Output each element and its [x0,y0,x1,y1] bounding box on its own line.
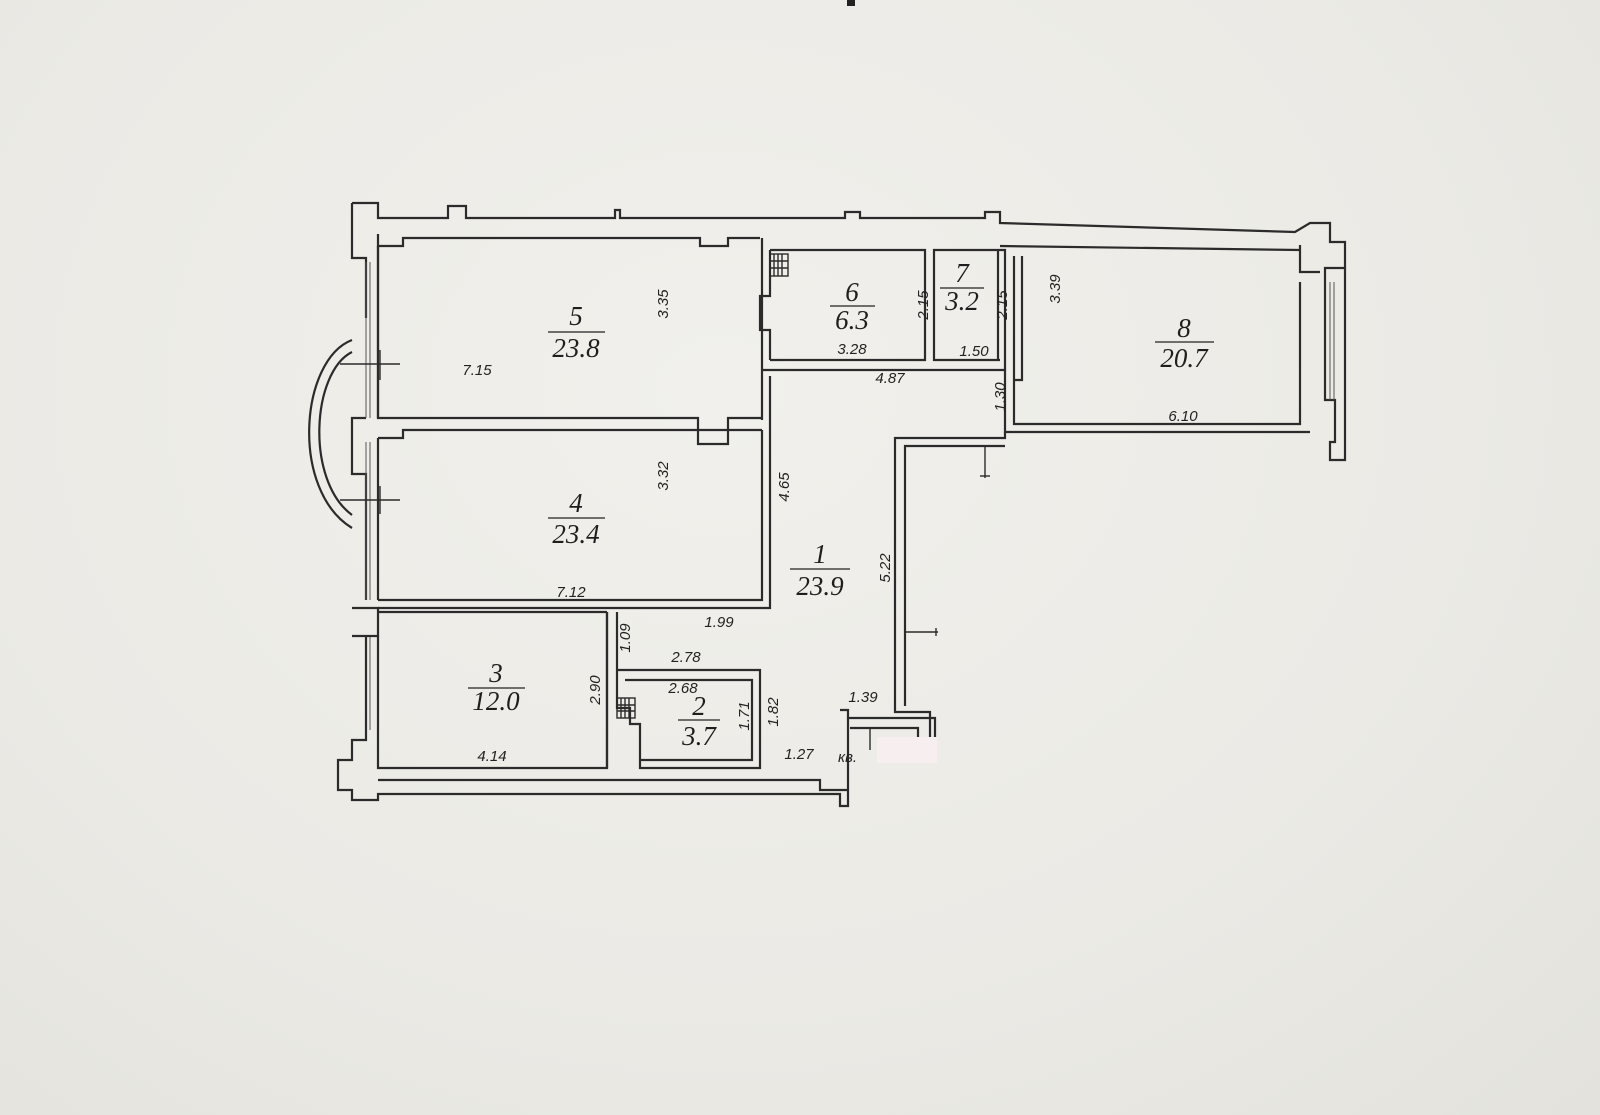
room-8-label: 8 20.7 [1155,313,1214,373]
room-8-number: 8 [1177,313,1191,343]
dim-hall-left: 4.65 [776,472,793,502]
room-6-number: 6 [845,277,859,307]
room-5-label: 5 23.8 [548,301,605,363]
dim-hall-step: 1.30 [992,382,1009,412]
room-4-number: 4 [569,488,583,518]
room-1-area: 23.9 [796,571,844,601]
dim-r4-depth: 3.32 [655,461,672,491]
room-2-area: 3.7 [681,721,717,751]
room-walls [376,238,1310,770]
dim-r4-width: 7.12 [556,584,586,601]
dim-r7-depth: 2.15 [994,290,1011,321]
bay-window [308,338,400,529]
dim-r6-width: 3.28 [837,341,867,358]
dim-r6-depth: 2.15 [915,290,932,321]
dim-r2-width-outer: 2.78 [670,649,701,666]
room-7-area: 3.2 [944,286,979,316]
room-2-label: 2 3.7 [678,691,720,751]
dim-hall-notch: 1.09 [617,623,634,653]
dim-r8-depth: 3.39 [1047,274,1064,304]
dimensions: 7.15 3.35 7.12 3.32 4.14 2.90 1.09 1.99 … [462,274,1198,766]
apartment-label: кв. [838,749,857,766]
room-2-number: 2 [692,691,706,721]
room-7-label: 7 3.2 [940,258,984,316]
outer-walls [336,201,1347,808]
dim-r5-width: 7.15 [462,362,492,379]
room-3-area: 12.0 [472,686,520,716]
dim-entry-width: 1.39 [848,689,878,706]
dim-entry-bottom: 1.27 [784,746,814,763]
room-1-label: 1 23.9 [790,539,850,601]
redacted-label [877,737,937,763]
room-5-area: 23.8 [552,333,600,363]
room-5-number: 5 [569,301,583,331]
dim-r5-depth: 3.35 [655,289,672,319]
room-6-label: 6 6.3 [830,277,875,335]
room-6-area: 6.3 [835,305,869,335]
dim-r8-width: 6.10 [1168,408,1198,425]
room-7-number: 7 [955,258,970,288]
room-3-label: 3 12.0 [468,658,525,716]
dim-r3-width: 4.14 [477,748,506,765]
vent-shaft-top [769,253,789,277]
dim-r2-width-top: 2.68 [667,680,698,697]
room-4-label: 4 23.4 [548,488,605,549]
dim-hall-right: 5.22 [877,553,894,583]
vent-shaft-bottom [616,697,636,719]
dim-hall-top: 4.87 [875,370,905,387]
dim-r3-depth: 2.90 [587,675,604,706]
room-4-area: 23.4 [552,519,599,549]
room-3-number: 3 [488,658,503,688]
dim-r2-depth: 1.71 [736,701,753,730]
room-1-number: 1 [813,539,827,569]
dim-r7-width: 1.50 [959,343,989,360]
dim-hall-notch-width: 1.99 [704,614,734,631]
room-8-area: 20.7 [1160,343,1209,373]
top-mark [847,0,855,6]
dim-r2-depth-outer: 1.82 [765,697,782,727]
